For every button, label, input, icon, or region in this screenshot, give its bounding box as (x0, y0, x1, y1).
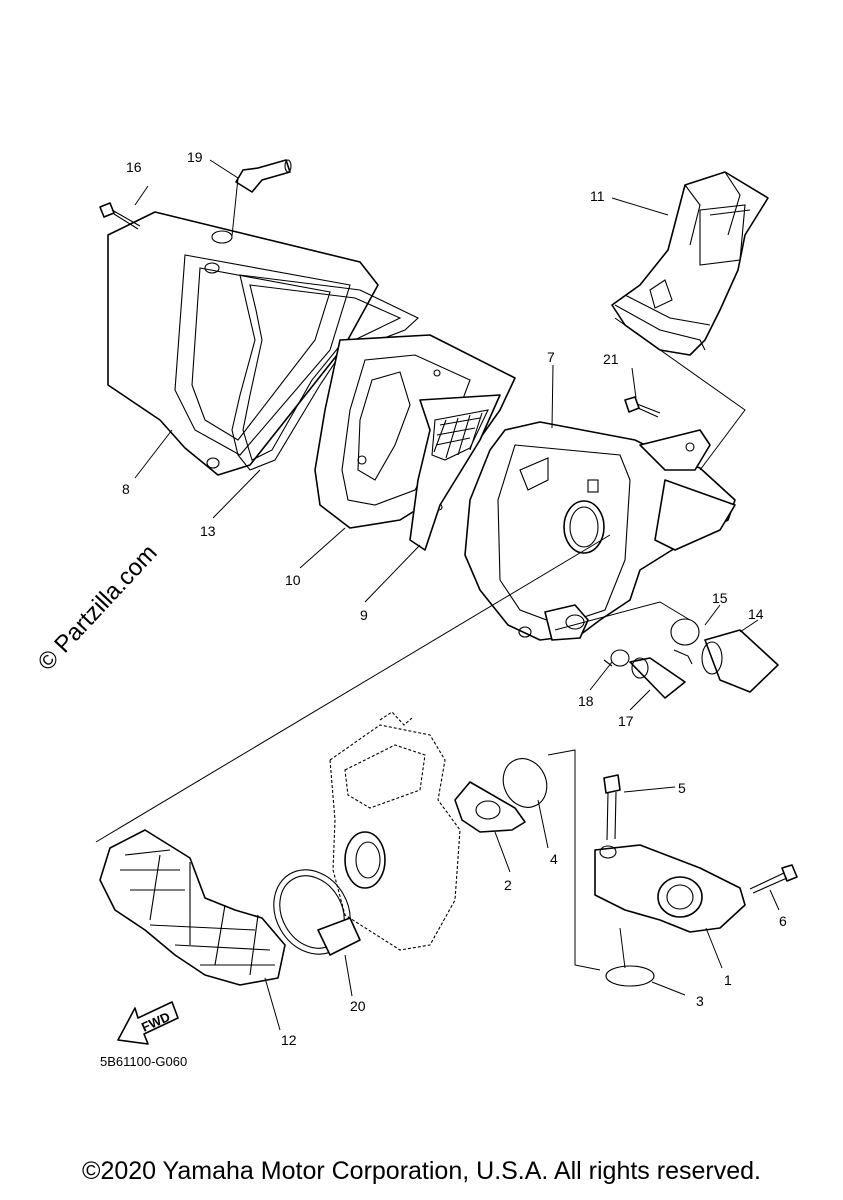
part-17-plug (629, 657, 686, 699)
part-16-bolt (99, 202, 141, 230)
callout-numbers: 1 2 3 4 5 6 7 8 9 10 11 12 13 14 15 16 1… (122, 149, 787, 1048)
part-18-clip (603, 649, 630, 667)
callout-14: 14 (748, 606, 764, 622)
watermark: © Partzilla.com (33, 539, 163, 676)
callout-19: 19 (187, 149, 203, 165)
part-6-bolt (749, 864, 798, 894)
fwd-arrow-icon: FWD (117, 1001, 179, 1045)
callout-9: 9 (360, 607, 368, 623)
part-20-clamp (273, 869, 361, 956)
callout-21: 21 (603, 351, 619, 367)
callout-15: 15 (712, 590, 728, 606)
part-1-manifold (594, 844, 746, 933)
callout-11: 11 (590, 188, 605, 204)
part-7-case (464, 421, 736, 641)
part-10-element (314, 334, 516, 529)
callout-18: 18 (578, 693, 594, 709)
part-21-bolt (624, 396, 661, 418)
callout-6: 6 (779, 913, 787, 929)
part-8-case-cover (107, 211, 379, 476)
part-11-joint (611, 171, 769, 356)
part-4-o-ring (502, 758, 548, 808)
part-5-bolt (603, 774, 621, 841)
callout-2: 2 (504, 877, 512, 893)
callout-1: 1 (724, 972, 732, 988)
part-19-hose (235, 159, 292, 193)
drawing-code: 5B61100-G060 (100, 1054, 187, 1069)
carburetor-reference (329, 711, 461, 951)
callout-17: 17 (618, 713, 634, 729)
part-9-element-mesh (409, 394, 501, 551)
callout-3: 3 (696, 993, 704, 1009)
callout-12: 12 (281, 1032, 297, 1048)
callout-5: 5 (678, 780, 686, 796)
callout-13: 13 (200, 523, 216, 539)
part-2-plate (454, 781, 526, 833)
callout-10: 10 (285, 572, 301, 588)
part-15-clip (670, 618, 700, 665)
part-14-cap (701, 629, 779, 693)
callout-4: 4 (550, 851, 558, 867)
fwd-label: FWD (139, 1009, 172, 1035)
callout-20: 20 (350, 998, 366, 1014)
leader-lines (95, 159, 780, 1031)
callout-8: 8 (122, 481, 130, 497)
callout-7: 7 (547, 349, 555, 365)
part-12-joint (99, 829, 286, 986)
copyright-notice: ©2020 Yamaha Motor Corporation, U.S.A. A… (82, 1157, 761, 1185)
part-3-o-ring (605, 965, 655, 987)
part-13-gasket (231, 274, 419, 471)
callout-16: 16 (126, 159, 142, 175)
